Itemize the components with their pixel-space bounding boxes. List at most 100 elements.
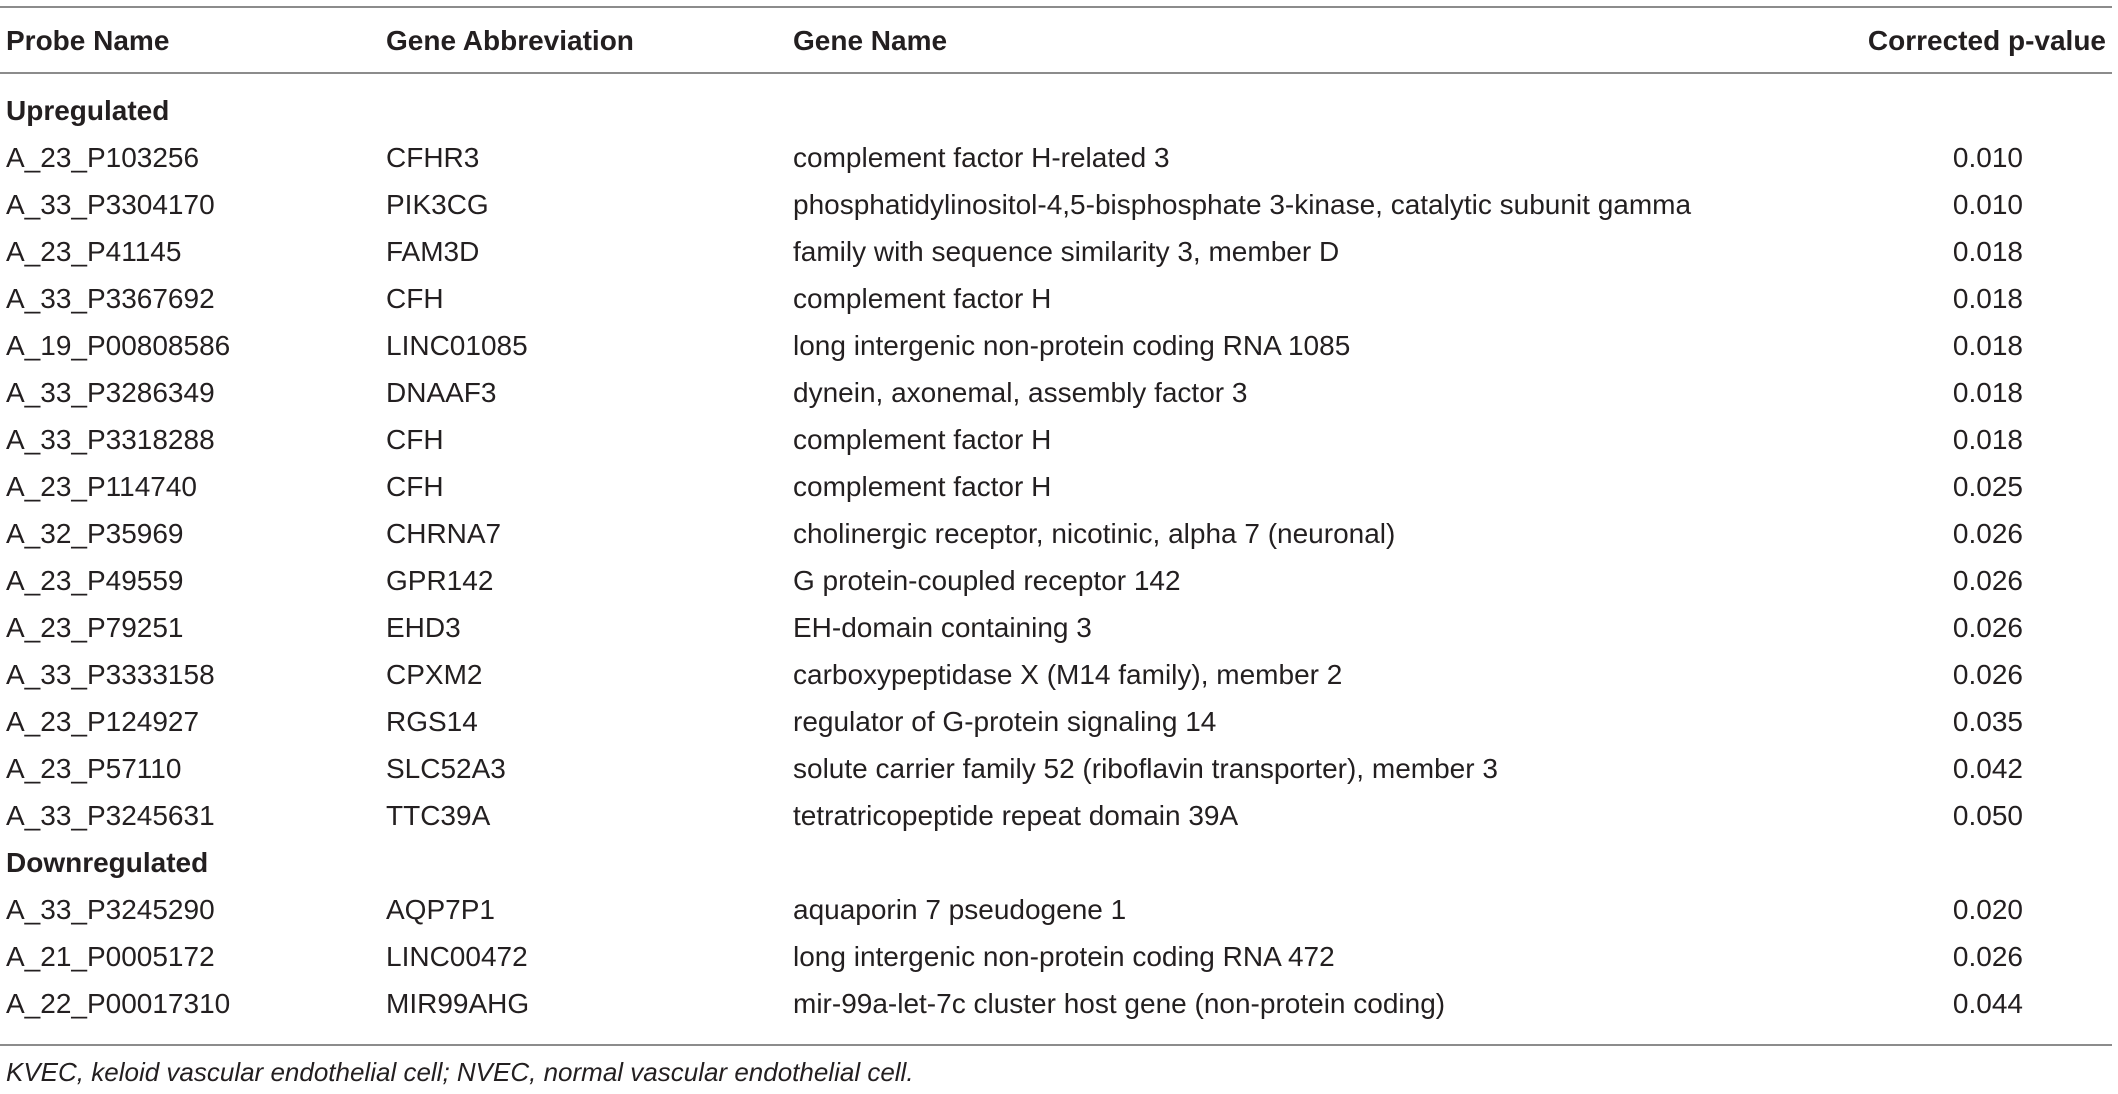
p-value-cell: 0.018 xyxy=(1952,424,2023,455)
table-row: A_23_P114740 CFH complement factor H 0.025 xyxy=(0,463,2112,510)
table-header-row: Probe Name Gene Abbreviation Gene Name C… xyxy=(0,17,2112,64)
p-value-cell: 0.026 xyxy=(1952,565,2023,596)
probe-name-cell: A_33_P3245631 xyxy=(6,800,215,831)
probe-name-cell: A_23_P49559 xyxy=(6,565,184,596)
probe-name-cell: A_19_P00808586 xyxy=(6,330,231,361)
gene-name-cell: complement factor H xyxy=(793,471,1052,502)
table-row: A_19_P00808586 LINC01085 long intergenic n… xyxy=(0,322,2112,369)
gene-name-cell: tetratricopeptide repeat domain 39A xyxy=(793,800,1239,831)
table-row: A_22_P00017310 MIR99AHG mir-99a-let-7c clu… xyxy=(0,980,2112,1027)
probe-name-cell: A_33_P3304170 xyxy=(6,189,215,220)
gene-abbreviation-cell: AQP7P1 xyxy=(386,894,495,925)
probe-name-cell: A_23_P57110 xyxy=(6,753,182,784)
header-probe-name: Probe Name xyxy=(6,25,170,56)
table-row: A_33_P3245290 AQP7P1 aquaporin 7 pseudogen… xyxy=(0,886,2112,933)
gene-name-cell: long intergenic non-protein coding RNA 1… xyxy=(793,330,1351,361)
p-value-cell: 0.035 xyxy=(1952,706,2023,737)
probe-name-cell: A_33_P3245290 xyxy=(6,894,215,925)
gene-name-cell: regulator of G-protein signaling 14 xyxy=(793,706,1217,737)
probe-name-cell: A_23_P124927 xyxy=(6,706,200,737)
gene-abbreviation-cell: CFH xyxy=(386,424,444,455)
table-row: A_33_P3367692 CFH complement factor H 0.018 xyxy=(0,275,2112,322)
table-row: A_33_P3333158 CPXM2 carboxypeptidase X (M1… xyxy=(0,651,2112,698)
section-heading: Downregulated xyxy=(0,839,2112,886)
probe-name-cell: A_33_P3367692 xyxy=(6,283,215,314)
gene-abbreviation-cell: CFH xyxy=(386,283,444,314)
gene-abbreviation-cell: CPXM2 xyxy=(386,659,483,690)
gene-name-cell: complement factor H xyxy=(793,424,1052,455)
gene-name-cell: long intergenic non-protein coding RNA 4… xyxy=(793,941,1335,972)
gene-abbreviation-cell: SLC52A3 xyxy=(386,753,506,784)
gene-name-cell: family with sequence similarity 3, membe… xyxy=(793,236,1340,267)
p-value-cell: 0.026 xyxy=(1952,941,2023,972)
p-value-cell: 0.025 xyxy=(1952,471,2023,502)
table-row: A_23_P57110 SLC52A3 solute carrier family … xyxy=(0,745,2112,792)
table-top-rule xyxy=(0,6,2112,8)
p-value-cell: 0.018 xyxy=(1952,236,2023,267)
probe-name-cell: A_22_P00017310 xyxy=(6,988,231,1019)
p-value-cell: 0.026 xyxy=(1952,659,2023,690)
gene-abbreviation-cell: GPR142 xyxy=(386,565,494,596)
gene-name-cell: aquaporin 7 pseudogene 1 xyxy=(793,894,1127,925)
gene-abbreviation-cell: EHD3 xyxy=(386,612,461,643)
probe-name-cell: A_33_P3333158 xyxy=(6,659,215,690)
gene-name-cell: dynein, axonemal, assembly factor 3 xyxy=(793,377,1248,408)
probe-name-cell: A_23_P41145 xyxy=(6,236,182,267)
gene-name-cell: cholinergic receptor, nicotinic, alpha 7… xyxy=(793,518,1396,549)
table-header-rule xyxy=(0,72,2112,74)
gene-name-cell: complement factor H-related 3 xyxy=(793,142,1170,173)
header-gene-name: Gene Name xyxy=(793,25,948,56)
gene-abbreviation-cell: FAM3D xyxy=(386,236,480,267)
p-value-cell: 0.050 xyxy=(1952,800,2023,831)
table-footnote: KVEC, keloid vascular endothelial cell; … xyxy=(6,1057,914,1087)
table-row: A_23_P49559 GPR142 G protein-coupled recep… xyxy=(0,557,2112,604)
gene-abbreviation-cell: LINC01085 xyxy=(386,330,528,361)
probe-name-cell: A_23_P79251 xyxy=(6,612,184,643)
probe-name-cell: A_23_P114740 xyxy=(6,471,197,502)
p-value-cell: 0.020 xyxy=(1952,894,2023,925)
gene-name-cell: mir-99a-let-7c cluster host gene (non-pr… xyxy=(793,988,1446,1019)
p-value-cell: 0.010 xyxy=(1952,142,2023,173)
gene-abbreviation-cell: CFH xyxy=(386,471,444,502)
table-row: A_23_P41145 FAM3D family with sequence sim… xyxy=(0,228,2112,275)
gene-name-cell: phosphatidylinositol-4,5-bisphosphate 3-… xyxy=(793,189,1692,220)
gene-name-cell: complement factor H xyxy=(793,283,1052,314)
p-value-cell: 0.018 xyxy=(1952,283,2023,314)
header-corrected-p-value: Corrected p-value xyxy=(1867,25,2106,56)
probe-name-cell: A_21_P0005172 xyxy=(6,941,215,972)
table-row: A_33_P3286349 DNAAF3 dynein, axonemal, ass… xyxy=(0,369,2112,416)
gene-abbreviation-cell: CFHR3 xyxy=(386,142,480,173)
gene-abbreviation-cell: DNAAF3 xyxy=(386,377,497,408)
p-value-cell: 0.026 xyxy=(1952,612,2023,643)
gene-name-cell: G protein-coupled receptor 142 xyxy=(793,565,1181,596)
probe-name-cell: A_23_P103256 xyxy=(6,142,200,173)
gene-name-cell: solute carrier family 52 (riboflavin tra… xyxy=(793,753,1498,784)
table-bottom-rule xyxy=(0,1044,2112,1046)
table-row: A_32_P35969 CHRNA7 cholinergic receptor, n… xyxy=(0,510,2112,557)
probe-name-cell: A_33_P3286349 xyxy=(6,377,215,408)
gene-abbreviation-cell: LINC00472 xyxy=(386,941,528,972)
p-value-cell: 0.044 xyxy=(1952,988,2023,1019)
p-value-cell: 0.042 xyxy=(1952,753,2023,784)
gene-abbreviation-cell: CHRNA7 xyxy=(386,518,502,549)
gene-name-cell: EH-domain containing 3 xyxy=(793,612,1092,643)
p-value-cell: 0.018 xyxy=(1952,377,2023,408)
section-heading: Upregulated xyxy=(0,87,2112,134)
section-label: Upregulated xyxy=(6,95,170,126)
header-gene-abbreviation: Gene Abbreviation xyxy=(386,25,634,56)
table-row: A_21_P0005172 LINC00472 long intergenic no… xyxy=(0,933,2112,980)
table-row: A_23_P79251 EHD3 EH-domain containing 3 0.0… xyxy=(0,604,2112,651)
gene-abbreviation-cell: MIR99AHG xyxy=(386,988,530,1019)
gene-abbreviation-cell: RGS14 xyxy=(386,706,478,737)
table-row: A_23_P124927 RGS14 regulator of G-protein … xyxy=(0,698,2112,745)
gene-name-cell: carboxypeptidase X (M14 family), member … xyxy=(793,659,1343,690)
p-value-cell: 0.010 xyxy=(1952,189,2023,220)
p-value-cell: 0.026 xyxy=(1952,518,2023,549)
probe-name-cell: A_32_P35969 xyxy=(6,518,184,549)
table-row: A_23_P103256 CFHR3 complement factor H-rel… xyxy=(0,134,2112,181)
p-value-cell: 0.018 xyxy=(1952,330,2023,361)
section-label: Downregulated xyxy=(6,847,209,878)
